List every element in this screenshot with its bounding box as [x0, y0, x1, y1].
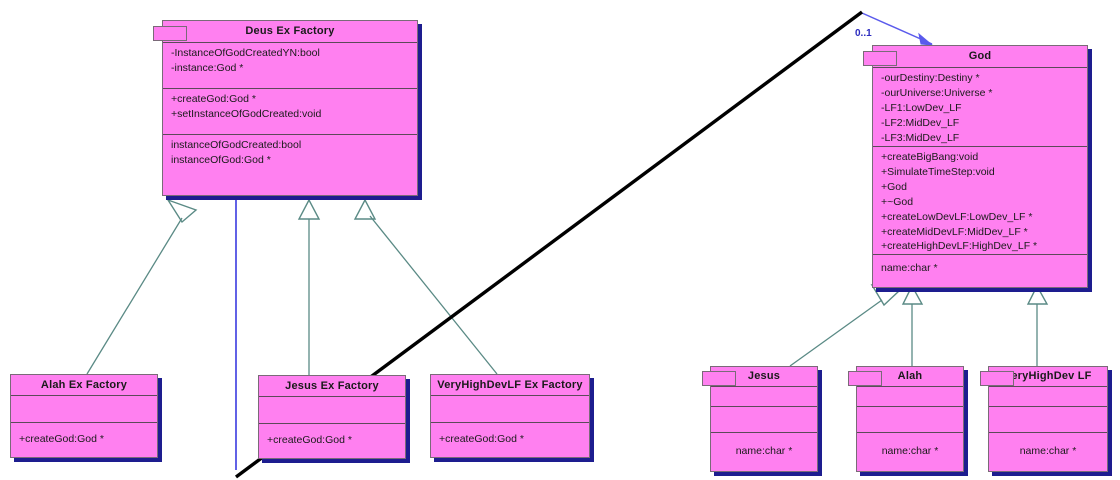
operation-row: +SimulateTimeStep:void	[881, 165, 995, 178]
operations-compartment-veryhighdevlf-ex-factory: +createGod:God *	[431, 422, 589, 457]
extra-row: instanceOfGod:God *	[171, 153, 271, 166]
class-tab-icon-god	[863, 51, 897, 66]
operations-compartment-deus: +createGod:God * +setInstanceOfGodCreate…	[163, 88, 417, 134]
extras-compartment-god: name:char *	[873, 254, 1087, 287]
attribute-row: -LF1:LowDev_LF	[881, 101, 962, 114]
generalization-veryhighdevlf-to-god	[1026, 284, 1049, 366]
class-name-alah-ex-factory: Alah Ex Factory	[40, 379, 128, 391]
operation-row: +setInstanceOfGodCreated:void	[171, 107, 322, 120]
operation-row: +createLowDevLF:LowDev_LF *	[881, 210, 1033, 223]
class-tab-icon-deus	[153, 26, 187, 41]
operations-compartment-veryhighdev-lf	[989, 406, 1107, 432]
attributes-compartment-veryhighdev-lf	[989, 386, 1107, 406]
extra-row: name:char *	[881, 445, 939, 457]
association-multiplicity-label: 0..1	[855, 28, 872, 39]
extra-row: name:char *	[881, 262, 938, 274]
extra-row: name:char *	[735, 445, 793, 457]
operations-compartment-alah	[857, 406, 963, 432]
class-box-god[interactable]: God -ourDestiny:Destiny * -ourUniverse:U…	[872, 45, 1088, 288]
operation-row: +createGod:God *	[19, 433, 104, 445]
operations-compartment-jesus-ex-factory: +createGod:God *	[259, 423, 405, 458]
attributes-compartment-jesus	[711, 386, 817, 406]
attributes-compartment-alah-ex-factory	[11, 395, 157, 422]
generalization-veryhighdevlf-exfactory-to-deus	[353, 198, 498, 375]
class-name-veryhighdevlf-ex-factory: VeryHighDevLF Ex Factory	[437, 379, 583, 391]
attribute-row: -ourUniverse:Universe *	[881, 86, 993, 99]
attribute-row: -ourDestiny:Destiny *	[881, 72, 980, 84]
attributes-compartment-veryhighdevlf-ex-factory	[431, 395, 589, 422]
generalization-alah-exfactory-to-deus	[86, 198, 198, 375]
attributes-compartment-jesus-ex-factory	[259, 396, 405, 423]
class-name-alah: Alah	[897, 370, 923, 382]
attribute-row: -instance:God *	[171, 61, 244, 74]
operations-compartment-alah-ex-factory: +createGod:God *	[11, 422, 157, 457]
class-box-jesus-ex-factory[interactable]: Jesus Ex Factory +createGod:God *	[258, 375, 406, 459]
class-box-alah-ex-factory[interactable]: Alah Ex Factory +createGod:God *	[10, 374, 158, 458]
attribute-row: -LF3:MidDev_LF	[881, 131, 960, 144]
operation-row: +createGod:God *	[171, 93, 256, 105]
association-deus-to-god	[235, 12, 934, 470]
extras-compartment-alah: name:char *	[857, 432, 963, 471]
operation-row: +createGod:God *	[267, 434, 352, 446]
attributes-compartment-deus: -InstanceOfGodCreatedYN:bool -instance:G…	[163, 42, 417, 88]
class-name-god: God	[968, 50, 992, 62]
attribute-row: -LF2:MidDev_LF	[881, 116, 960, 129]
operations-compartment-jesus	[711, 406, 817, 432]
extras-compartment-veryhighdev-lf: name:char *	[989, 432, 1107, 471]
attributes-compartment-god: -ourDestiny:Destiny * -ourUniverse:Unive…	[873, 67, 1087, 146]
operation-row: +~God	[881, 195, 914, 208]
class-tab-icon-alah	[848, 371, 882, 386]
operation-row: +createHighDevLF:HighDev_LF *	[881, 240, 1038, 253]
operation-row: +God	[881, 180, 907, 193]
class-name-veryhighdev-lf: VeryHighDev LF	[1004, 370, 1092, 382]
extra-row: instanceOfGodCreated:bool	[171, 139, 302, 151]
attributes-compartment-alah	[857, 386, 963, 406]
generalization-alah-to-god	[901, 284, 924, 366]
class-name-jesus: Jesus	[747, 370, 781, 382]
attribute-row: -InstanceOfGodCreatedYN:bool	[171, 47, 320, 59]
operations-compartment-god: +createBigBang:void +SimulateTimeStep:vo…	[873, 146, 1087, 254]
class-tab-icon-veryhighdev-lf	[980, 371, 1014, 386]
class-box-deus-ex-factory[interactable]: Deus Ex Factory -InstanceOfGodCreatedYN:…	[162, 20, 418, 196]
operation-row: +createGod:God *	[439, 433, 524, 445]
operation-row: +createBigBang:void	[881, 151, 979, 163]
class-box-veryhighdevlf-ex-factory[interactable]: VeryHighDevLF Ex Factory +createGod:God …	[430, 374, 590, 458]
generalization-jesus-exfactory-to-deus	[297, 198, 321, 375]
extras-compartment-jesus: name:char *	[711, 432, 817, 471]
extra-row: name:char *	[1019, 445, 1077, 457]
class-name-deus-ex-factory: Deus Ex Factory	[245, 25, 335, 37]
operation-row: +createMidDevLF:MidDev_LF *	[881, 225, 1028, 238]
extras-compartment-deus: instanceOfGodCreated:bool instanceOfGod:…	[163, 134, 417, 180]
generalization-jesus-to-god	[789, 283, 901, 367]
class-tab-icon-jesus	[702, 371, 736, 386]
class-name-jesus-ex-factory: Jesus Ex Factory	[285, 380, 379, 392]
